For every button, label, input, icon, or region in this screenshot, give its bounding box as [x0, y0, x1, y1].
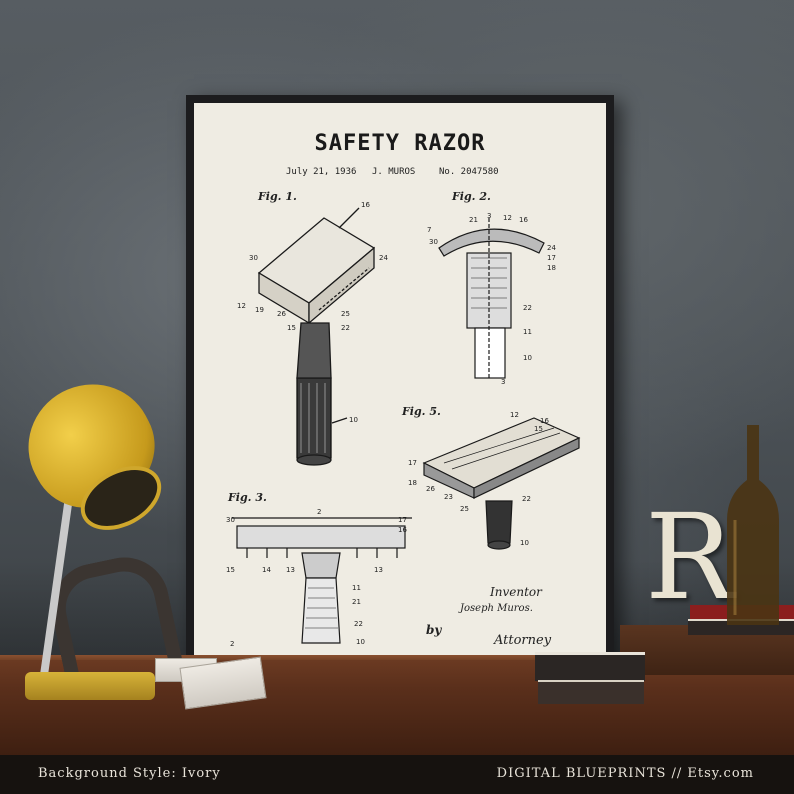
- svg-text:17: 17: [408, 459, 417, 467]
- svg-text:26: 26: [277, 310, 286, 318]
- decor-letter-r: R: [645, 488, 734, 626]
- svg-text:26: 26: [426, 485, 435, 493]
- svg-text:7: 7: [427, 226, 431, 234]
- svg-text:12: 12: [237, 302, 246, 310]
- fig-5-label: Fig. 5.: [402, 405, 441, 418]
- svg-text:15: 15: [534, 425, 543, 433]
- svg-text:25: 25: [341, 310, 350, 318]
- svg-text:2: 2: [317, 508, 321, 516]
- svg-text:12: 12: [503, 214, 512, 222]
- book-stack-bottom: [538, 680, 644, 704]
- fig-2-label: Fig. 2.: [452, 190, 491, 203]
- svg-text:13: 13: [374, 566, 383, 574]
- svg-text:16: 16: [540, 417, 549, 425]
- svg-text:21: 21: [352, 598, 361, 606]
- svg-text:14: 14: [262, 566, 271, 574]
- svg-text:22: 22: [341, 324, 350, 332]
- svg-text:17: 17: [398, 516, 407, 524]
- svg-text:11: 11: [352, 584, 361, 592]
- svg-text:24: 24: [547, 244, 556, 252]
- svg-text:30: 30: [249, 254, 258, 262]
- svg-text:10: 10: [520, 539, 529, 547]
- svg-text:21: 21: [469, 216, 478, 224]
- glass-bottle: [727, 425, 779, 625]
- svg-text:22: 22: [523, 304, 532, 312]
- inventor-signature: Joseph Muros.: [460, 603, 533, 614]
- svg-text:10: 10: [523, 354, 532, 362]
- svg-text:11: 11: [523, 328, 532, 336]
- background-style-caption: Background Style: Ivory: [38, 766, 221, 781]
- svg-text:16: 16: [361, 201, 370, 209]
- svg-text:3: 3: [487, 212, 491, 220]
- svg-text:22: 22: [522, 495, 531, 503]
- caption-bar: [0, 755, 794, 794]
- svg-text:23: 23: [444, 493, 453, 501]
- fig-1-label: Fig. 1.: [258, 190, 297, 203]
- poster-title: SAFETY RAZOR: [314, 131, 486, 156]
- svg-text:13: 13: [286, 566, 295, 574]
- svg-text:22: 22: [354, 620, 363, 628]
- svg-text:18: 18: [408, 479, 417, 487]
- patent-number: No. 2047580: [439, 167, 499, 177]
- poster-frame: SAFETY RAZOR July 21, 1936 J. MUROS No. …: [186, 95, 614, 680]
- patent-poster: SAFETY RAZOR July 21, 1936 J. MUROS No. …: [194, 103, 606, 672]
- brand-caption: DIGITAL BLUEPRINTS // Etsy.com: [496, 766, 754, 781]
- svg-text:15: 15: [226, 566, 235, 574]
- svg-text:17: 17: [547, 254, 556, 262]
- svg-text:16: 16: [519, 216, 528, 224]
- lamp-base: [25, 672, 155, 700]
- svg-text:30: 30: [429, 238, 438, 246]
- svg-text:16: 16: [398, 526, 407, 534]
- by-label: by: [426, 623, 442, 637]
- patent-date: July 21, 1936: [286, 167, 357, 177]
- svg-text:2: 2: [230, 640, 234, 648]
- svg-text:10: 10: [349, 416, 358, 424]
- svg-text:15: 15: [287, 324, 296, 332]
- attorney-signature: Attorney: [494, 633, 552, 648]
- book-stack-top: [535, 652, 645, 681]
- svg-text:18: 18: [547, 264, 556, 272]
- svg-text:12: 12: [510, 411, 519, 419]
- svg-text:25: 25: [460, 505, 469, 513]
- svg-text:10: 10: [356, 638, 365, 646]
- inventor-label: Inventor: [490, 585, 542, 599]
- svg-text:3: 3: [501, 378, 505, 386]
- patent-inventor: J. MUROS: [372, 167, 416, 177]
- fig-3-label: Fig. 3.: [228, 491, 267, 504]
- svg-text:30: 30: [226, 516, 235, 524]
- fig-2-drawing: 7 30 21 3 12 16 24 17 18 22 11 10 3: [427, 212, 556, 386]
- svg-text:19: 19: [255, 306, 264, 314]
- fig-5-drawing: 12 16 15 17 18 26 23 25 22 10: [408, 411, 581, 550]
- svg-text:24: 24: [379, 254, 388, 262]
